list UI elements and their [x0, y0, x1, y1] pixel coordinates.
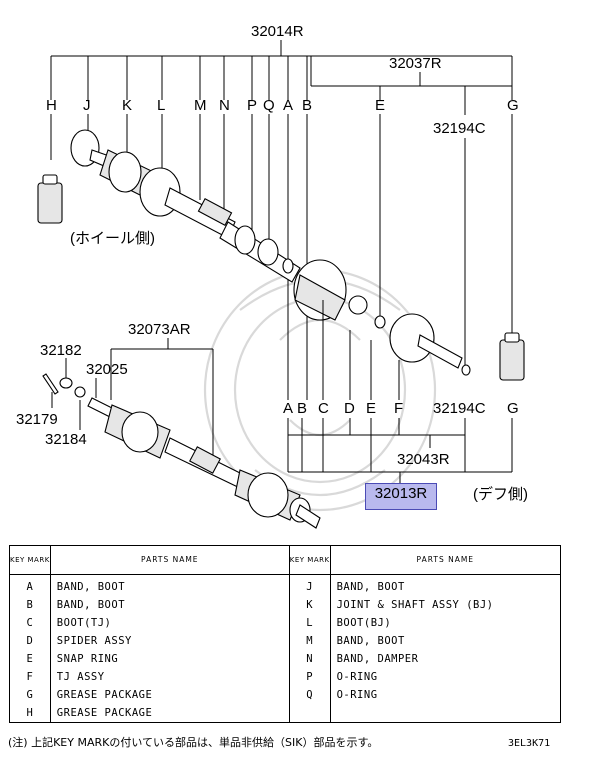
parts-name-cell: BOOT(BJ)	[329, 614, 562, 632]
parts-name-cell: BAND, BOOT	[329, 632, 562, 650]
key-mark-cell: H	[9, 704, 51, 723]
label-32025: 32025	[86, 361, 128, 378]
parts-name-cell: GREASE PACKAGE	[49, 686, 290, 704]
svg-text:B: B	[297, 400, 307, 417]
svg-text:Q: Q	[263, 97, 275, 114]
label-32037r: 32037R	[389, 55, 442, 72]
key-mark-cell: M	[288, 632, 331, 650]
parts-name-cell: O-RING	[329, 668, 562, 686]
label-32184: 32184	[45, 431, 87, 448]
header-parts-name-right: PARTS NAME	[329, 545, 562, 575]
grease-package-h	[37, 174, 63, 224]
svg-text:B: B	[302, 97, 312, 114]
parts-name-cell	[329, 704, 562, 723]
parts-name-cell: BAND, BOOT	[49, 596, 290, 614]
svg-text:F: F	[394, 400, 403, 417]
exploded-parts-diagram: 32014R 32037R H J K L M N P Q A B	[16, 23, 528, 529]
key-mark-cell: D	[9, 632, 51, 650]
parts-name-cell: BAND, BOOT	[49, 574, 290, 596]
parts-name-cell: O-RING	[329, 686, 562, 704]
label-diff-side: (デフ側)	[473, 485, 528, 503]
key-mark-cell: N	[288, 650, 331, 668]
small-part-leaders	[51, 358, 97, 430]
parts-name-cell: TJ ASSY	[49, 668, 290, 686]
key-mark-cell: L	[288, 614, 331, 632]
key-mark-cell: Q	[288, 686, 331, 704]
lower-drive-shaft	[42, 373, 321, 529]
label-32014r: 32014R	[251, 23, 304, 40]
key-mark-cell: P	[288, 668, 331, 686]
svg-text:G: G	[507, 97, 519, 114]
label-32182: 32182	[40, 342, 82, 359]
key-mark-cell: A	[9, 574, 51, 596]
header-key-mark-left: KEY MARK	[9, 545, 51, 575]
bracket-32043r	[287, 300, 513, 483]
bracket-32073ar	[110, 338, 214, 455]
top-key-letters: H J K L M N P Q A B E G	[46, 97, 519, 114]
bracket-32014r	[50, 40, 311, 100]
svg-text:C: C	[318, 400, 329, 417]
top-leader-lines	[50, 114, 513, 400]
header-key-mark-right: KEY MARK	[288, 545, 331, 575]
svg-text:H: H	[46, 97, 57, 114]
label-32194c-bottom: 32194C	[433, 400, 486, 417]
label-32073ar: 32073AR	[128, 321, 191, 338]
svg-text:P: P	[247, 97, 257, 114]
key-mark-cell: B	[9, 596, 51, 614]
svg-text:J: J	[83, 97, 91, 114]
upper-drive-shaft	[70, 129, 471, 376]
diagram-code: 3EL3K71	[508, 738, 551, 749]
key-mark-cell: J	[288, 574, 331, 596]
label-32013r[interactable]: 32013R	[374, 485, 428, 502]
bracket-32037r	[310, 55, 513, 115]
parts-name-cell: BOOT(TJ)	[49, 614, 290, 632]
parts-name-cell: GREASE PACKAGE	[49, 704, 290, 723]
svg-text:A: A	[283, 97, 293, 114]
bottom-key-letters: A B C D E F G	[283, 400, 519, 417]
parts-name-cell: JOINT & SHAFT ASSY (BJ)	[329, 596, 562, 614]
label-32194c-top: 32194C	[433, 120, 486, 137]
svg-text:L: L	[157, 97, 165, 114]
svg-text:A: A	[283, 400, 293, 417]
grease-package-g	[499, 332, 525, 381]
parts-name-cell: BAND, BOOT	[329, 574, 562, 596]
svg-text:M: M	[194, 97, 207, 114]
svg-text:E: E	[366, 400, 376, 417]
key-mark-cell: K	[288, 596, 331, 614]
label-wheel-side: (ホイール側)	[70, 230, 155, 247]
svg-text:N: N	[219, 97, 230, 114]
svg-text:D: D	[344, 400, 355, 417]
key-mark-cell: F	[9, 668, 51, 686]
key-mark-cell: C	[9, 614, 51, 632]
parts-table: KEY MARK PARTS NAME KEY MARK PARTS NAME …	[9, 545, 562, 723]
label-32179: 32179	[16, 411, 58, 428]
parts-name-cell: SPIDER ASSY	[49, 632, 290, 650]
parts-name-cell: BAND, DAMPER	[329, 650, 562, 668]
parts-name-cell: SNAP RING	[49, 650, 290, 668]
highlight-part-box[interactable]	[365, 483, 437, 510]
footnote: (注) 上記KEY MARKの付いている部品は、単品非供給（SIK）部品を示す。	[8, 736, 379, 749]
key-mark-cell: E	[9, 650, 51, 668]
svg-text:K: K	[122, 97, 132, 114]
svg-text:G: G	[507, 400, 519, 417]
svg-text:E: E	[375, 97, 385, 114]
key-mark-cell	[288, 704, 331, 723]
key-mark-cell: G	[9, 686, 51, 704]
header-parts-name-left: PARTS NAME	[49, 545, 290, 575]
label-32043r: 32043R	[397, 451, 450, 468]
